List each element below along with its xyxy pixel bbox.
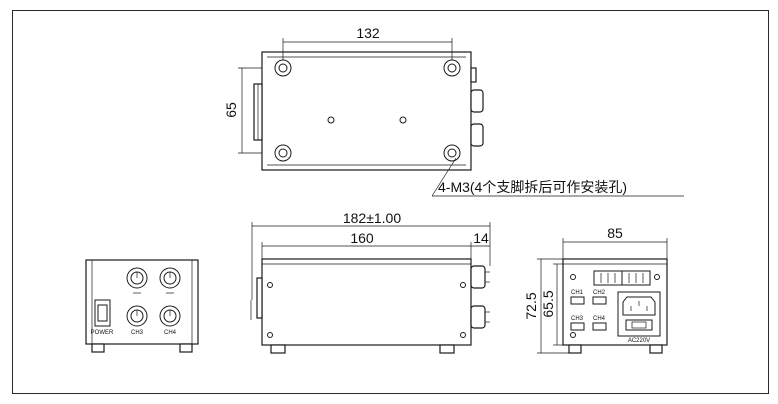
rear-view: CH1 CH2 CH3 CH4 AC220V 85 72.5: [523, 225, 668, 354]
rear-foot-left: [568, 344, 582, 354]
front-foot-right: [179, 343, 193, 353]
dim-14-label: 14: [473, 230, 489, 246]
screw-right: [399, 116, 407, 124]
foot-bottom-left: [274, 144, 292, 162]
side-knob-upper: [470, 265, 486, 289]
power-switch[interactable]: [94, 299, 111, 327]
front-panel-view: POWER CH3 CH4: [85, 259, 199, 353]
knob-ch1[interactable]: [126, 267, 148, 294]
dim-85-label: 85: [607, 225, 623, 241]
rear-panel-body: [562, 258, 668, 346]
drawing-frame: [12, 10, 769, 394]
top-view-knob-lower: [470, 123, 484, 147]
rear-ch3-label: CH3: [571, 316, 584, 322]
dim-132-label: 132: [356, 25, 380, 41]
front-foot-left: [91, 343, 105, 353]
ac-inlet: [617, 291, 661, 337]
side-foot-left: [270, 344, 286, 354]
top-view-body: [261, 51, 472, 171]
connector-ch4: [592, 322, 607, 331]
connector-ch3: [570, 322, 585, 331]
terminal-block-right: [621, 270, 651, 286]
rear-ch2-label: CH2: [593, 290, 606, 296]
top-view-knob-upper: [470, 89, 484, 113]
rear-ch1-label: CH1: [571, 290, 584, 296]
dim-160-label: 160: [350, 230, 374, 246]
dim-182-label: 182±1.00: [343, 210, 402, 226]
hole-note-label: 4-M3(4个支脚拆后可作安装孔): [438, 179, 627, 195]
side-knob-lower: [470, 305, 486, 329]
side-view-rear-strip: [256, 277, 263, 319]
hole-note-leader: [431, 157, 457, 197]
side-view-body: [261, 258, 472, 346]
top-view: 132 65 4-M3(4个支脚拆后可作安装孔): [223, 25, 684, 197]
dim-72-5-label: 72.5: [523, 292, 539, 319]
rear-ch4-label: CH4: [593, 316, 606, 322]
rear-foot-right: [649, 344, 663, 354]
connector-ch2: [592, 296, 607, 305]
knob-ch4[interactable]: [159, 305, 181, 327]
side-foot-right: [439, 344, 455, 354]
side-view: 182±1.00 160 14: [250, 210, 491, 354]
dim-65-label: 65: [223, 102, 239, 118]
top-view-switch: [470, 67, 477, 83]
foot-bottom-right: [443, 144, 461, 162]
dim-65-5-label: 65.5: [540, 290, 556, 317]
screw-left: [327, 116, 335, 124]
ch4-label: CH4: [164, 330, 177, 336]
connector-ch1: [570, 296, 585, 305]
ac220v-label: AC220V: [628, 338, 650, 344]
power-label: POWER: [91, 330, 114, 336]
knob-ch3[interactable]: [126, 305, 148, 327]
knob-ch2[interactable]: [159, 267, 181, 294]
ch3-label: CH3: [131, 330, 144, 336]
fuse-holder: [625, 319, 653, 331]
